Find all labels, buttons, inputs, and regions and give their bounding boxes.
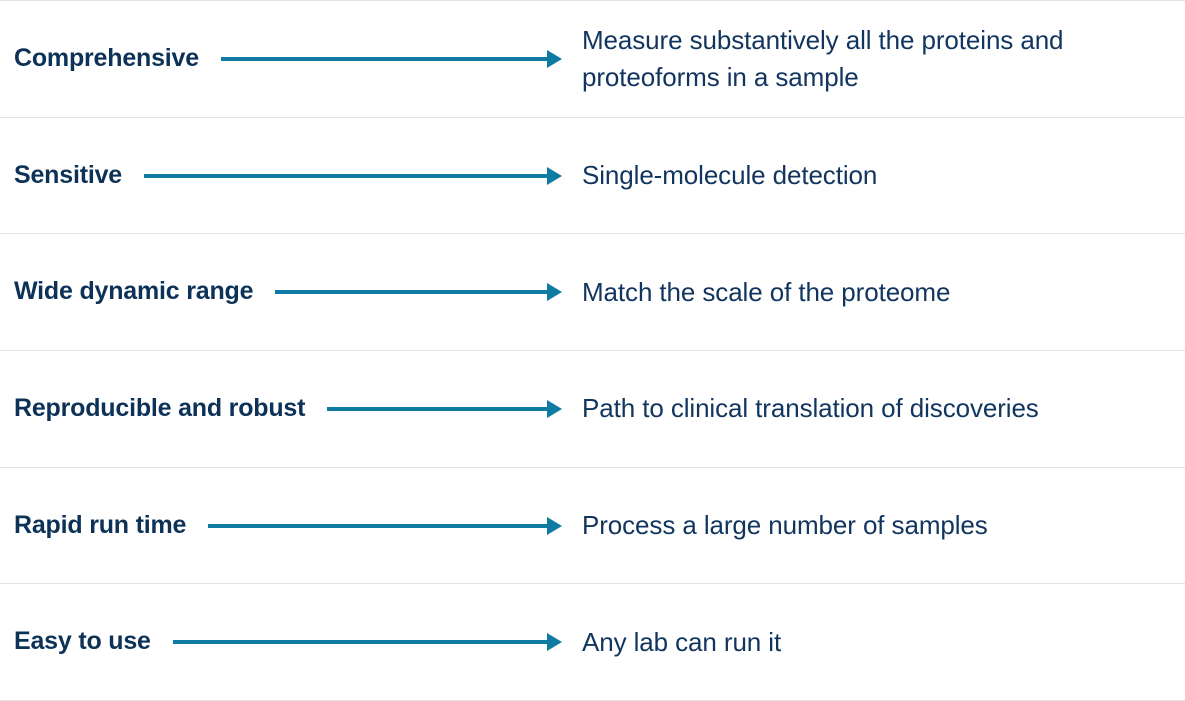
- arrow-shaft: [220, 56, 549, 61]
- arrow-right-icon: [143, 166, 562, 186]
- table-row: Sensitive Single-molecule detection: [0, 116, 1185, 234]
- description-cell: Path to clinical translation of discover…: [568, 351, 1185, 467]
- table-row: Wide dynamic range Match the scale of th…: [0, 233, 1185, 350]
- attribute-label: Wide dynamic range: [14, 277, 254, 306]
- attribute-description: Single-molecule detection: [582, 160, 878, 191]
- label-cell: Wide dynamic range: [0, 234, 568, 350]
- arrow-head: [547, 283, 562, 302]
- description-cell: Process a large number of samples: [568, 468, 1185, 584]
- table-row: Comprehensive Measure substantively all …: [0, 0, 1185, 117]
- attribute-label: Reproducible and robust: [14, 394, 306, 423]
- attribute-description: Measure substantively all the proteins a…: [582, 24, 1064, 92]
- label-cell: Comprehensive: [0, 1, 568, 117]
- arrow-right-icon: [172, 632, 562, 652]
- attribute-description: Any lab can run it: [582, 626, 782, 657]
- arrow-head: [547, 516, 562, 535]
- description-cell: Measure substantively all the proteins a…: [568, 1, 1185, 117]
- description-cell: Any lab can run it: [568, 584, 1185, 700]
- attribute-label: Comprehensive: [14, 44, 199, 73]
- arrow-right-icon: [275, 282, 562, 302]
- arrow-head: [547, 49, 562, 68]
- arrow-head: [547, 166, 562, 185]
- arrow-head: [547, 399, 562, 418]
- attribute-label: Rapid run time: [14, 510, 187, 539]
- arrow-right-icon: [220, 49, 562, 69]
- table-row: Reproducible and robust Path to clinical…: [0, 350, 1185, 467]
- label-cell: Easy to use: [0, 584, 568, 700]
- arrow-shaft: [275, 290, 549, 295]
- arrow-shaft: [143, 173, 549, 178]
- label-cell: Reproducible and robust: [0, 351, 568, 467]
- label-cell: Sensitive: [0, 118, 568, 234]
- arrow-shaft: [172, 640, 549, 645]
- table-row: Rapid run time Process a large number of…: [0, 466, 1185, 584]
- table-row: Easy to use Any lab can run it: [0, 583, 1185, 701]
- arrow-head: [547, 633, 562, 652]
- arrow-right-icon: [327, 399, 562, 419]
- description-cell: Single-molecule detection: [568, 118, 1185, 234]
- attribute-description: Path to clinical translation of discover…: [582, 393, 1039, 424]
- description-cell: Match the scale of the proteome: [568, 234, 1185, 350]
- arrow-right-icon: [208, 516, 562, 536]
- attribute-label: Easy to use: [14, 627, 151, 656]
- arrow-shaft: [327, 406, 549, 411]
- arrow-shaft: [208, 523, 549, 528]
- attribute-description: Process a large number of samples: [582, 510, 988, 541]
- label-cell: Rapid run time: [0, 468, 568, 584]
- attribute-description: Match the scale of the proteome: [582, 276, 951, 307]
- attribute-label: Sensitive: [14, 160, 122, 189]
